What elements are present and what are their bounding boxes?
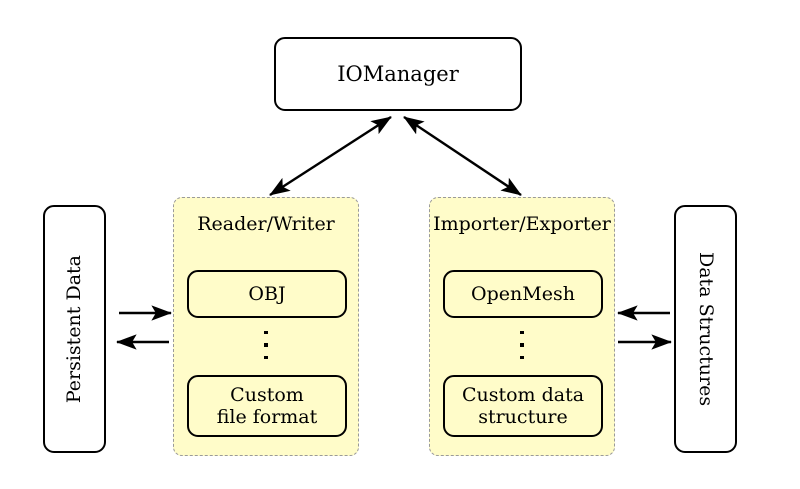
custom-format-line-2: file format bbox=[216, 406, 318, 428]
importer-exporter-ellipsis-icon bbox=[430, 331, 614, 360]
importer-exporter-item-custom-structure: Custom data structure bbox=[443, 375, 603, 437]
group-importer-exporter: Importer/Exporter OpenMesh Custom data s… bbox=[429, 197, 615, 456]
data-structures-label: Data Structures bbox=[695, 251, 717, 407]
group-reader-writer-title: Reader/Writer bbox=[197, 213, 335, 235]
reader-writer-item-custom-format-label: Custom file format bbox=[217, 384, 318, 429]
io-manager-label: IOManager bbox=[337, 62, 459, 86]
io-manager-node: IOManager bbox=[274, 37, 522, 111]
reader-writer-item-obj-label: OBJ bbox=[248, 282, 286, 305]
reader-writer-item-custom-format: Custom file format bbox=[187, 375, 347, 437]
persistent-data-label: Persistent Data bbox=[63, 254, 85, 404]
importer-exporter-item-openmesh: OpenMesh bbox=[443, 270, 603, 318]
connector-manager-reader-writer bbox=[269, 115, 392, 197]
group-reader-writer: Reader/Writer OBJ Custom file format bbox=[173, 197, 359, 456]
importer-exporter-item-custom-structure-label: Custom data structure bbox=[462, 384, 584, 429]
custom-structure-line-2: structure bbox=[478, 406, 568, 428]
connector-manager-importer-exporter bbox=[403, 116, 522, 196]
custom-format-line-1: Custom bbox=[230, 383, 304, 406]
reader-writer-item-obj: OBJ bbox=[187, 270, 347, 318]
persistent-data-node: Persistent Data bbox=[43, 205, 106, 453]
reader-writer-ellipsis-icon bbox=[174, 331, 358, 360]
custom-structure-line-1: Custom data bbox=[461, 383, 585, 406]
data-structures-node: Data Structures bbox=[674, 205, 737, 453]
group-importer-exporter-title: Importer/Exporter bbox=[433, 213, 611, 235]
importer-exporter-item-openmesh-label: OpenMesh bbox=[471, 282, 575, 305]
